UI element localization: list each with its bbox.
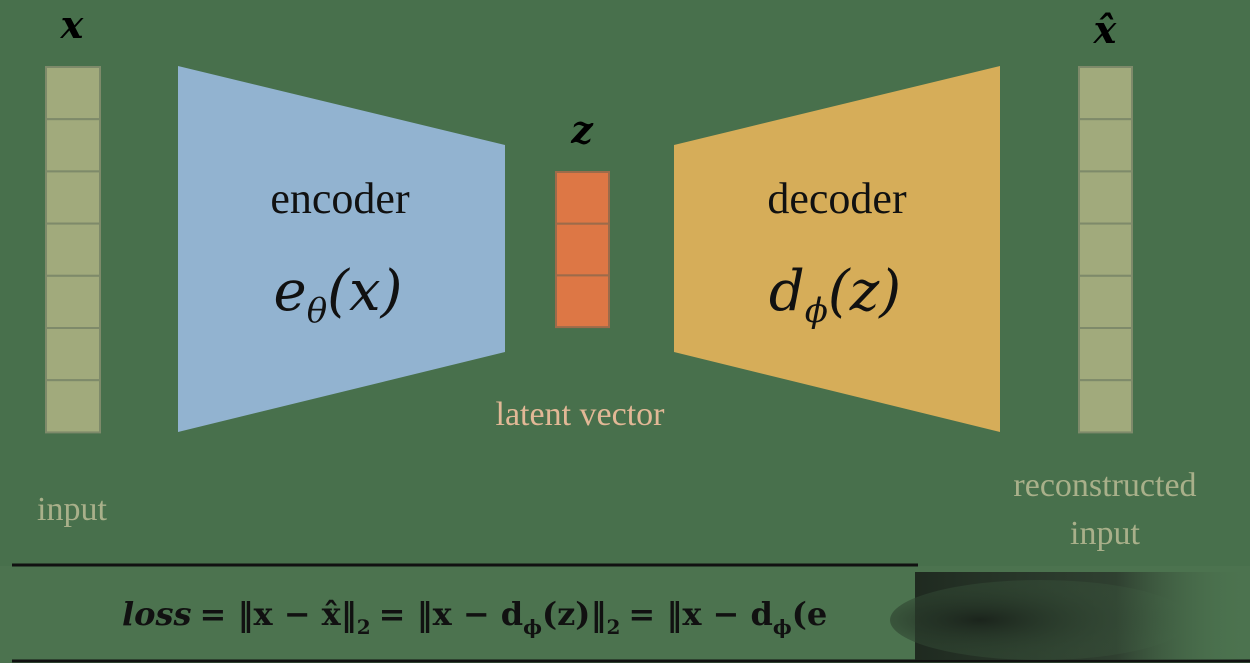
- encoder-title: encoder: [270, 174, 410, 223]
- input-vector-cell: [45, 327, 101, 382]
- output-vector-cell: [1078, 66, 1133, 121]
- loss-phi-b: ϕ: [773, 615, 792, 639]
- occlusion-smudge-core: [890, 580, 1190, 660]
- input-vector-cell: [45, 379, 101, 434]
- output-vector-cell: [1078, 222, 1133, 277]
- loss-term3: = ‖x − d: [628, 595, 773, 633]
- latent-vector-cell: [555, 222, 610, 277]
- loss-phi-a: ϕ: [523, 615, 542, 639]
- loss-sub-a: 2: [357, 615, 371, 639]
- loss-term1: = ‖x − x̂‖: [200, 595, 357, 633]
- input-symbol: x: [60, 2, 85, 47]
- input-label: input: [37, 491, 107, 528]
- loss-sub-b: 2: [606, 615, 620, 639]
- decoder-fn-subscript: ϕ: [805, 291, 828, 331]
- input-vector-cell: [45, 222, 101, 277]
- encoder-function: eθ(x): [274, 259, 403, 331]
- input-vector-cell: [45, 118, 101, 173]
- decoder-function: dϕ(z): [769, 259, 901, 331]
- output-vector-cell: [1078, 118, 1133, 173]
- latent-vector: [555, 171, 610, 329]
- input-vector-cell: [45, 170, 101, 225]
- latent-vector-cell: [555, 274, 610, 329]
- output-vector-cell: [1078, 170, 1133, 225]
- encoder-fn-letter: e: [274, 259, 307, 324]
- decoder-fn-letter: d: [769, 259, 805, 324]
- loss-lhs: loss: [122, 595, 192, 633]
- output-label-line2: input: [1070, 515, 1140, 552]
- decoder-title: decoder: [767, 174, 907, 223]
- loss-term2: = ‖x − d: [379, 595, 524, 633]
- encoder-block: [178, 66, 505, 432]
- decoder-fn-arg: (z): [828, 259, 901, 324]
- input-vector: [45, 66, 101, 434]
- output-vector-cell: [1078, 274, 1133, 329]
- output-vector: [1078, 66, 1133, 434]
- encoder-fn-subscript: θ: [307, 291, 327, 331]
- input-vector-cell: [45, 66, 101, 121]
- output-label-line1: reconstructed: [1013, 467, 1196, 504]
- decoder-block: [674, 66, 1000, 432]
- output-symbol: x̂: [1093, 7, 1118, 52]
- latent-symbol: z: [570, 107, 594, 152]
- loss-equation: loss= ‖x − x̂‖2= ‖x − dϕ(z)‖2= ‖x − dϕ(e: [122, 595, 827, 639]
- encoder-fn-arg: (x): [327, 259, 402, 324]
- latent-label: latent vector: [496, 396, 666, 433]
- latent-vector-cell: [555, 171, 610, 225]
- output-vector-cell: [1078, 379, 1133, 434]
- loss-term3b: (e: [792, 595, 828, 633]
- input-vector-cell: [45, 274, 101, 329]
- output-vector-cell: [1078, 327, 1133, 382]
- loss-term2b: (z)‖: [542, 595, 606, 633]
